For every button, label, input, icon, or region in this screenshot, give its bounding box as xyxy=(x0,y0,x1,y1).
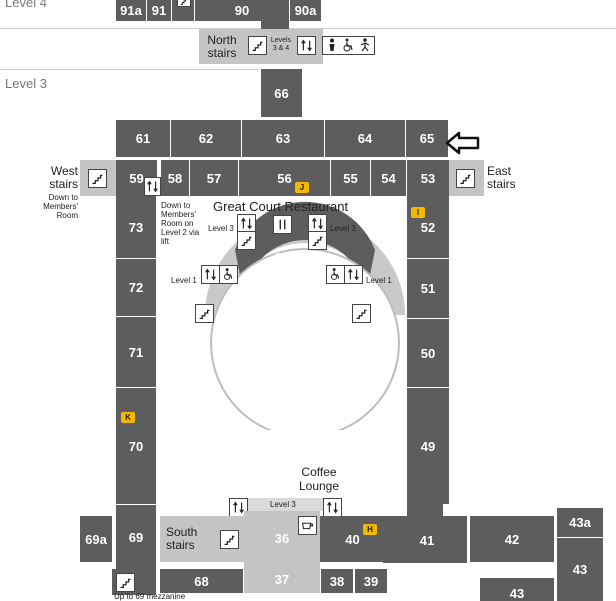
connector xyxy=(261,21,289,31)
room-91[interactable]: 91 xyxy=(147,0,171,21)
level1-left-label: Level 1 xyxy=(171,276,197,285)
north-levels-label: Levels 3 & 4 xyxy=(270,37,292,52)
room-91a[interactable]: 91a xyxy=(116,0,146,21)
level3-south-label: Level 3 xyxy=(270,500,296,509)
room-52[interactable]: 52 xyxy=(407,196,449,258)
stairs-icon[interactable] xyxy=(352,304,371,323)
stairs-icon[interactable] xyxy=(116,573,135,592)
divider xyxy=(0,28,616,29)
room-57[interactable]: 57 xyxy=(190,160,238,196)
room-69[interactable]: 69 xyxy=(116,505,156,569)
room-49[interactable]: 49 xyxy=(407,388,449,504)
baby-change-icon xyxy=(357,37,373,53)
level-4-label: Level 4 xyxy=(5,0,47,10)
restaurant-label: Great Court Restaurant xyxy=(213,199,349,214)
room-41-shape xyxy=(383,504,467,563)
stairs-icon[interactable] xyxy=(88,169,107,188)
west-stairs-label: West stairs xyxy=(49,164,78,191)
room-90[interactable]: 90 xyxy=(195,0,289,21)
room-70[interactable]: 70 xyxy=(116,388,156,504)
room-43[interactable]: 43 xyxy=(557,538,603,601)
room-40[interactable]: 40 xyxy=(320,516,385,562)
south-stairs-label: South stairs xyxy=(166,525,198,552)
room-71[interactable]: 71 xyxy=(116,317,156,387)
stairs-icon[interactable] xyxy=(248,36,267,55)
room-64[interactable]: 64 xyxy=(325,120,405,157)
room-43-lower[interactable]: 43 xyxy=(480,578,554,601)
lift-icon[interactable] xyxy=(344,265,363,284)
room-68[interactable]: 68 xyxy=(160,569,243,593)
badge-j: J xyxy=(295,182,309,193)
toilet-icon xyxy=(324,37,340,53)
room-41[interactable]: 41 xyxy=(419,532,435,548)
room-63[interactable]: 63 xyxy=(242,120,324,157)
room-58[interactable]: 58 xyxy=(161,160,189,196)
wheelchair-icon xyxy=(340,37,356,53)
coffee-lounge-label: Coffee Lounge xyxy=(298,465,340,493)
stairs-icon xyxy=(177,0,191,7)
stairs-icon[interactable] xyxy=(195,304,214,323)
room-53[interactable]: 53 xyxy=(407,160,449,196)
wheelchair-icon[interactable] xyxy=(219,265,238,284)
room-37[interactable]: 37 xyxy=(244,566,320,593)
room-50[interactable]: 50 xyxy=(407,319,449,387)
north-stairs-label: North stairs xyxy=(207,33,237,60)
lift-icon[interactable] xyxy=(201,265,220,284)
great-court xyxy=(190,200,420,438)
level3-right-label: Level 3 xyxy=(330,224,356,233)
east-stairs-label: East stairs xyxy=(487,164,516,191)
room-43a[interactable]: 43a xyxy=(557,508,603,537)
stairs-icon[interactable] xyxy=(237,231,256,250)
lift-icon[interactable] xyxy=(297,36,316,55)
room-55[interactable]: 55 xyxy=(331,160,370,196)
room-38[interactable]: 38 xyxy=(321,569,353,593)
room-62[interactable]: 62 xyxy=(171,120,241,157)
stairs-icon[interactable] xyxy=(220,530,239,549)
room-35[interactable]: 35 xyxy=(274,249,290,265)
level3-south-band xyxy=(244,498,324,511)
room-65[interactable]: 65 xyxy=(406,120,448,157)
room-42[interactable]: 42 xyxy=(470,516,554,562)
level1-right-label: Level 1 xyxy=(366,276,392,285)
coffee-icon[interactable] xyxy=(298,516,317,535)
room-56[interactable]: 56 xyxy=(239,160,330,196)
level-3-label: Level 3 xyxy=(5,76,47,91)
badge-k: K xyxy=(121,412,135,423)
divider xyxy=(0,69,258,70)
restaurant-icon[interactable] xyxy=(273,215,292,234)
room-69a[interactable]: 69a xyxy=(80,516,112,562)
you-are-here-arrow-icon xyxy=(445,131,481,155)
west-stairs-note: Down to Members' Room xyxy=(43,193,78,220)
room-61[interactable]: 61 xyxy=(116,120,170,157)
badge-h: H xyxy=(363,524,377,535)
mezzanine-note: Up to 69 mezzanine xyxy=(114,592,186,601)
level3-left-label: Level 3 xyxy=(208,224,234,233)
room-39[interactable]: 39 xyxy=(355,569,387,593)
room-72[interactable]: 72 xyxy=(116,259,156,316)
room-51[interactable]: 51 xyxy=(407,259,449,318)
badge-i: I xyxy=(411,207,425,218)
stairs-icon[interactable] xyxy=(308,231,327,250)
room-54[interactable]: 54 xyxy=(371,160,406,196)
wheelchair-icon[interactable] xyxy=(326,265,345,284)
lift-icon[interactable] xyxy=(323,498,342,517)
room-73[interactable]: 73 xyxy=(116,196,156,258)
stairs-icon[interactable] xyxy=(456,169,475,188)
lift-icon[interactable] xyxy=(144,177,161,196)
room-90a[interactable]: 90a xyxy=(290,0,321,21)
room-66[interactable]: 66 xyxy=(261,69,302,117)
members-lift-note: Down to Members' Room on Level 2 via lif… xyxy=(161,201,200,246)
